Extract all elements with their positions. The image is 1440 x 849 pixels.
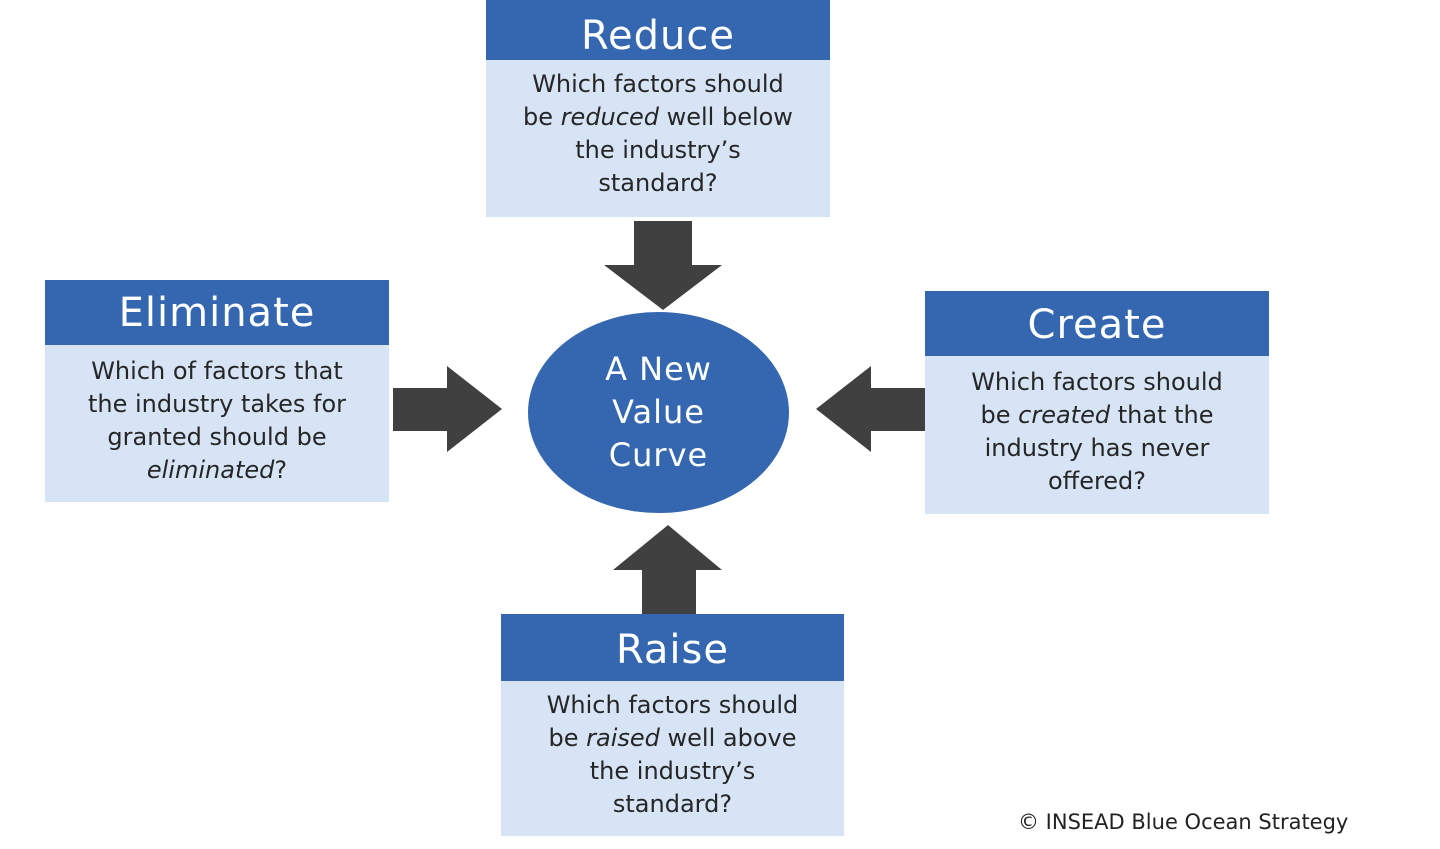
create-question-line: industry has never	[984, 434, 1210, 462]
arrow-up-icon	[613, 525, 722, 614]
arrow-right-icon	[393, 366, 502, 452]
create-question: Which factors should be created that the…	[925, 356, 1269, 514]
reduce-question-line: be reduced well below	[523, 103, 793, 131]
reduce-question-line: Which factors should	[532, 70, 784, 98]
center-label-line: Curve	[608, 436, 709, 474]
center-label-line: Value	[612, 393, 705, 431]
eliminate-question-line: eliminated?	[146, 456, 288, 484]
raise-question-line: be raised well above	[548, 724, 797, 752]
raise-question: Which factors should be raised well abov…	[501, 681, 844, 836]
reduce-box: Reduce Which factors should be reduced w…	[486, 0, 830, 217]
raise-question-line: the industry’s	[589, 757, 756, 785]
reduce-question-line: standard?	[598, 169, 718, 197]
eliminate-question-line: Which of factors that	[91, 357, 343, 385]
arrow-down-icon	[604, 221, 722, 310]
eliminate-title: Eliminate	[45, 280, 389, 345]
create-question-line: offered?	[1047, 467, 1147, 495]
eliminate-question: Which of factors that the industry takes…	[45, 345, 389, 502]
new-value-curve-ellipse: A New Value Curve	[528, 312, 789, 513]
raise-question-line: Which factors should	[546, 691, 799, 719]
create-box: Create Which factors should be created t…	[925, 291, 1269, 514]
create-title: Create	[925, 291, 1269, 356]
raise-question-line: standard?	[612, 790, 733, 818]
create-question-line: Which factors should	[971, 368, 1223, 396]
create-question-line: be created that the	[980, 401, 1214, 429]
reduce-question: Which factors should be reduced well bel…	[486, 60, 830, 217]
reduce-question-line: the industry’s	[575, 136, 741, 164]
center-label-line: A New	[605, 350, 712, 388]
eliminate-question-line: granted should be	[107, 423, 327, 451]
raise-box: Raise Which factors should be raised wel…	[501, 614, 844, 836]
raise-title: Raise	[501, 614, 844, 681]
copyright-notice: © INSEAD Blue Ocean Strategy	[1018, 810, 1349, 834]
reduce-title: Reduce	[486, 0, 830, 60]
eliminate-question-line: the industry takes for	[87, 390, 346, 418]
eliminate-box: Eliminate Which of factors that the indu…	[45, 280, 389, 502]
arrow-left-icon	[816, 366, 925, 452]
